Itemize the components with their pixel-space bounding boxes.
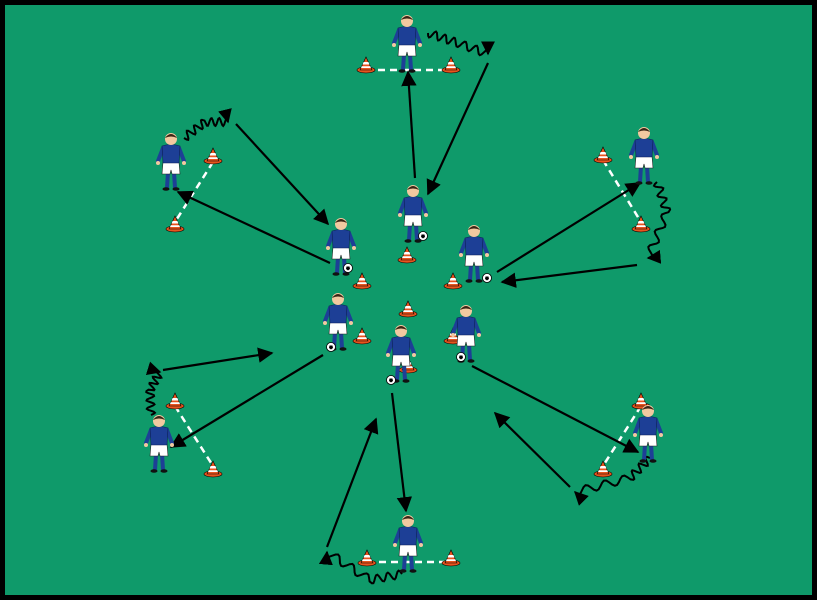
pass-arrow: [500, 263, 638, 288]
player: [144, 415, 174, 473]
cone: [165, 392, 185, 410]
pass-arrow: [493, 411, 571, 488]
cone: [203, 147, 223, 165]
pass-arrow: [496, 182, 642, 273]
player: [629, 127, 659, 185]
cone: [165, 215, 185, 233]
cone: [398, 300, 418, 318]
dribble-paths: [145, 30, 672, 585]
player: [451, 305, 481, 363]
ball: [482, 273, 492, 283]
dribble-path: [574, 455, 651, 506]
ball: [326, 342, 336, 352]
dribble-path: [145, 361, 163, 416]
pass-arrow: [390, 392, 413, 513]
player: [633, 405, 663, 463]
pass-arrows: [162, 62, 642, 548]
cone: [441, 56, 461, 74]
dribble-path: [646, 181, 672, 264]
dribble-path: [318, 550, 403, 585]
player: [398, 185, 428, 243]
pass-arrow: [176, 190, 331, 264]
player: [393, 515, 423, 573]
pass-arrow: [426, 62, 490, 196]
pass-arrow: [325, 417, 379, 548]
cone: [356, 56, 376, 74]
ball: [418, 231, 428, 241]
pass-arrow: [471, 365, 640, 453]
gate-line: [601, 159, 643, 223]
cone: [357, 549, 377, 567]
cone: [352, 327, 372, 345]
ball: [343, 263, 353, 273]
cone: [631, 215, 651, 233]
player: [326, 218, 356, 276]
gate-lines: [173, 68, 643, 564]
pass-arrow: [169, 354, 324, 448]
cone: [352, 272, 372, 290]
pass-arrow: [235, 123, 330, 226]
cone: [441, 549, 461, 567]
player: [386, 325, 416, 383]
cone: [593, 146, 613, 164]
cone: [203, 460, 223, 478]
player: [156, 133, 186, 191]
cone: [593, 460, 613, 478]
player: [392, 15, 422, 73]
player: [323, 293, 353, 351]
pass-arrow: [162, 347, 274, 372]
player: [459, 225, 489, 283]
dribble-path: [183, 108, 232, 141]
dribble-path: [427, 30, 495, 57]
pass-arrow: [401, 70, 417, 179]
cone: [397, 246, 417, 264]
ball: [386, 375, 396, 385]
cone: [443, 272, 463, 290]
balls: [326, 231, 492, 385]
ball: [456, 352, 466, 362]
players: [144, 15, 663, 573]
